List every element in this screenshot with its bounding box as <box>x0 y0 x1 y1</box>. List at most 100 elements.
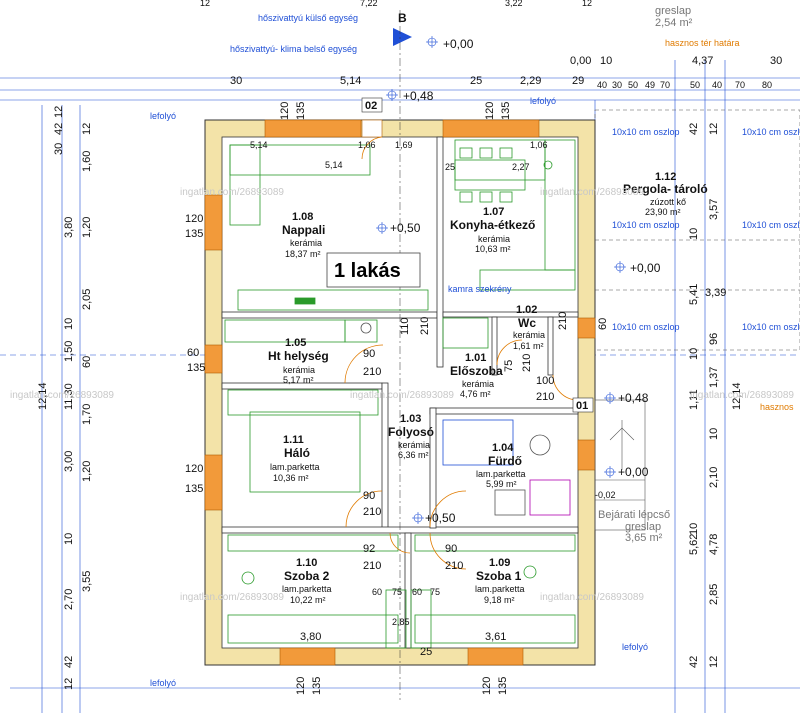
room-area: 23,90 m² <box>645 207 681 217</box>
room-name: Szoba 2 <box>284 569 330 583</box>
pantry-label: kamra szekrény <box>448 284 512 294</box>
heat-pump-indoor-label: hőszivattyú- klima belső egység <box>230 44 357 54</box>
dining-table <box>454 147 526 203</box>
furniture <box>224 139 576 649</box>
room-number: 1.09 <box>489 557 510 569</box>
svg-text:1,70: 1,70 <box>81 404 93 425</box>
door-tags: 02 01 <box>361 97 594 413</box>
room-material: kerámia <box>462 379 494 389</box>
room-labels: 1.08 Nappali kerámia 18,37 m² 1.07 Konyh… <box>268 171 708 605</box>
svg-text:210: 210 <box>419 317 431 335</box>
room-name: Nappali <box>282 223 325 237</box>
svg-text:60: 60 <box>372 587 382 597</box>
svg-text:90: 90 <box>445 543 457 555</box>
dimensions-right: 42 12 3,57 10 5,41 96 10 1,37 1,11 3,39 … <box>688 123 743 668</box>
column-label: 10x10 cm oszlop <box>742 322 800 332</box>
room-name: Ht helység <box>268 349 329 363</box>
room-number: 1.07 <box>483 206 504 218</box>
svg-text:1,60: 1,60 <box>81 151 93 172</box>
svg-text:5,14: 5,14 <box>250 140 268 150</box>
room-area: 1,61 m² <box>513 341 544 351</box>
svg-text:ingatlan.com/26893089: ingatlan.com/26893089 <box>180 187 284 198</box>
windows <box>204 119 596 666</box>
svg-text:120: 120 <box>295 677 307 695</box>
room-number: 1.01 <box>465 352 486 364</box>
drain-label: lefolyó <box>150 678 176 688</box>
page-title: 1 lakás <box>334 260 401 282</box>
svg-text:2,27: 2,27 <box>512 162 530 172</box>
svg-text:1,20: 1,20 <box>81 217 93 238</box>
room-number: 1.10 <box>296 557 317 569</box>
svg-text:210: 210 <box>536 391 554 403</box>
watermarks: ingatlan.com/26893089 ingatlan.com/26893… <box>10 187 794 603</box>
room-material: lam.parketta <box>270 462 320 472</box>
elevation: +0,48 <box>403 89 434 103</box>
svg-text:3,39: 3,39 <box>705 287 726 299</box>
room-material: kerámia <box>478 234 510 244</box>
room-material: kerámia <box>290 238 322 248</box>
svg-text:4,37: 4,37 <box>692 55 713 67</box>
svg-text:80: 80 <box>762 80 772 90</box>
room-number: 1.03 <box>400 413 421 425</box>
svg-text:10: 10 <box>63 318 75 330</box>
door-tag: 01 <box>576 400 588 412</box>
column-label: 10x10 cm oszlop <box>742 220 800 230</box>
svg-text:11,30: 11,30 <box>63 383 75 410</box>
column-label: 10x10 cm oszlop <box>612 220 680 230</box>
svg-text:75: 75 <box>392 587 402 597</box>
opening-dimensions: 120 135 120 135 60 135 120 135 120 135 1… <box>185 102 609 572</box>
dimensions-left: 12 42 30 1,60 12 3,80 1,20 2,05 10 1,50 … <box>37 106 93 690</box>
svg-text:60: 60 <box>187 347 199 359</box>
svg-text:10: 10 <box>600 55 612 67</box>
north-arrow: B <box>393 10 412 700</box>
svg-text:1,11: 1,11 <box>688 389 700 410</box>
svg-text:2,85: 2,85 <box>392 617 410 627</box>
svg-text:12: 12 <box>81 123 93 135</box>
svg-text:25: 25 <box>470 75 482 87</box>
svg-text:90: 90 <box>363 490 375 502</box>
svg-text:12: 12 <box>708 123 720 135</box>
svg-text:42: 42 <box>688 656 700 668</box>
svg-text:3,80: 3,80 <box>63 217 75 238</box>
compass-label: B <box>398 11 407 25</box>
tile-area: 2,54 m² <box>655 17 693 29</box>
room-number: 1.04 <box>492 442 514 454</box>
svg-text:5,41: 5,41 <box>688 284 700 305</box>
svg-text:50: 50 <box>628 80 638 90</box>
svg-text:60: 60 <box>412 587 422 597</box>
svg-text:92: 92 <box>363 543 375 555</box>
svg-text:12: 12 <box>53 106 65 118</box>
svg-text:12,14: 12,14 <box>37 382 49 410</box>
elevation: -0,02 <box>595 490 616 500</box>
svg-text:ingatlan.com/26893089: ingatlan.com/26893089 <box>540 187 644 198</box>
svg-text:10: 10 <box>688 228 700 240</box>
svg-text:30: 30 <box>612 80 622 90</box>
svg-text:10: 10 <box>63 533 75 545</box>
svg-text:ingatlan.com/26893089: ingatlan.com/26893089 <box>180 592 284 603</box>
svg-text:1,69: 1,69 <box>395 140 413 150</box>
door-tag: 02 <box>365 100 377 112</box>
room-material: lam.parketta <box>476 469 526 479</box>
room-material: kerámia <box>398 440 430 450</box>
svg-text:3,55: 3,55 <box>81 571 93 592</box>
svg-text:2,05: 2,05 <box>81 289 93 310</box>
room-area: 9,18 m² <box>484 595 515 605</box>
svg-text:ingatlan.com/26893089: ingatlan.com/26893089 <box>540 592 644 603</box>
svg-text:90: 90 <box>363 348 375 360</box>
drain-label: lefolyó <box>622 642 648 652</box>
room-number: 1.11 <box>283 434 304 446</box>
svg-text:210: 210 <box>557 312 569 330</box>
svg-text:1,06: 1,06 <box>530 140 548 150</box>
room-area: 10,36 m² <box>273 473 309 483</box>
room-number: 1.12 <box>655 171 676 183</box>
column-label: 10x10 cm oszlop <box>612 127 680 137</box>
elevation: +0,50 <box>425 511 456 525</box>
room-area: 10,63 m² <box>475 244 511 254</box>
svg-text:120: 120 <box>481 677 493 695</box>
room-area: 4,76 m² <box>460 389 491 399</box>
svg-text:5,14: 5,14 <box>325 160 343 170</box>
svg-text:120: 120 <box>279 102 291 120</box>
room-area: 5,17 m² <box>283 375 314 385</box>
column-label: 10x10 cm oszlop <box>612 322 680 332</box>
svg-text:1,50: 1,50 <box>63 341 75 362</box>
